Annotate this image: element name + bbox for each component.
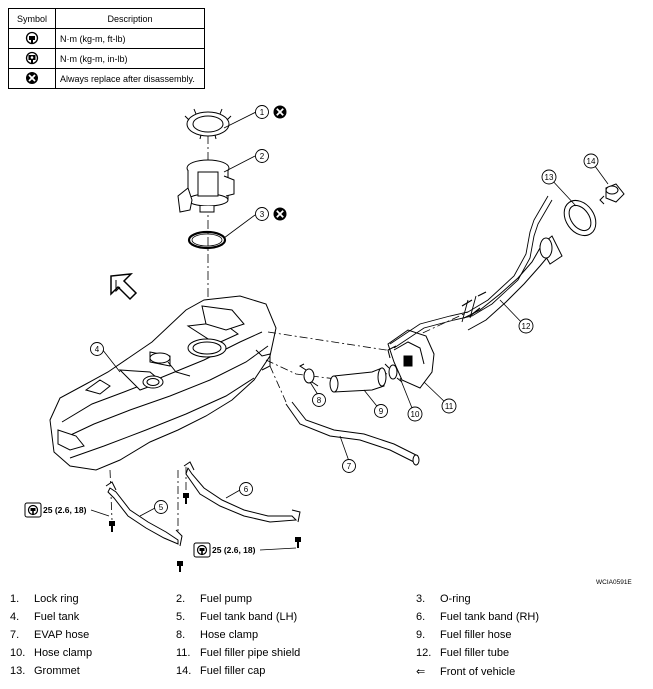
fuel-filler-tube	[389, 195, 563, 349]
parts-list: 1.Lock ring 2.Fuel pump 3.O-ring 4.Fuel …	[10, 593, 650, 683]
fuel-tank	[49, 295, 277, 471]
callout-12: 12	[518, 318, 534, 334]
callout-8: 8	[312, 393, 326, 407]
svg-text:4: 4	[95, 345, 100, 354]
callout-10: 10	[407, 406, 423, 422]
figure-code: WCIA0591E	[596, 579, 632, 586]
hose-clamp-8	[299, 363, 319, 387]
svg-text:2: 2	[260, 152, 265, 161]
replace-x-icon	[272, 104, 288, 120]
part-item: 6.Fuel tank band (RH)	[416, 611, 540, 623]
callout-13: 13	[541, 169, 557, 185]
hose-clamp-10	[384, 363, 403, 383]
part-item: 4.Fuel tank	[10, 611, 80, 623]
fuel-tank-band-rh	[183, 461, 301, 523]
torque-wrench-icon	[8, 28, 56, 49]
svg-text:12: 12	[522, 322, 531, 331]
svg-text:10: 10	[411, 410, 420, 419]
callout-5: 5	[154, 500, 168, 514]
fuel-filler-cap	[599, 183, 625, 205]
part-item: 2.Fuel pump	[176, 593, 252, 605]
parts-row: 4.Fuel tank 5.Fuel tank band (LH) 6.Fuel…	[10, 611, 650, 629]
fuel-pump	[177, 159, 235, 213]
band-bolt	[182, 492, 190, 505]
part-item: 5.Fuel tank band (LH)	[176, 611, 298, 623]
part-item: 8.Hose clamp	[176, 629, 259, 641]
torque-label: 25 (2.6, 18)	[212, 545, 256, 555]
band-bolt	[294, 536, 302, 549]
callout-3: 3	[255, 207, 269, 221]
legend-row: Always replace after disassembly.	[8, 68, 205, 89]
symbol-legend-table: Symbol Description N·m (kg-m, ft-lb) N·m…	[8, 8, 205, 89]
part-item: 1.Lock ring	[10, 593, 79, 605]
callout-6: 6	[239, 482, 253, 496]
svg-text:13: 13	[545, 173, 554, 182]
parts-row: 13.Grommet 14.Fuel filler cap ⇐Front of …	[10, 665, 650, 683]
callout-1: 1	[255, 105, 269, 119]
svg-text:5: 5	[159, 503, 164, 512]
part-item: 3.O-ring	[416, 593, 471, 605]
svg-text:3: 3	[260, 210, 265, 219]
legend-row-text: Always replace after disassembly.	[55, 68, 205, 89]
callout-7: 7	[342, 459, 356, 473]
replace-x-icon	[272, 206, 288, 222]
callout-leaders	[101, 111, 609, 517]
legend-header-row: Symbol Description	[8, 8, 205, 29]
parts-row: 10.Hose clamp 11.Fuel filler pipe shield…	[10, 647, 650, 665]
evap-hose	[285, 401, 420, 466]
fuel-system-diagram: 25 (2.6, 18) 25 (2.6, 18) 1 2 3 4	[24, 104, 625, 573]
part-item: 9.Fuel filler hose	[416, 629, 512, 641]
legend-row: N·m (kg-m, in-lb)	[8, 48, 205, 69]
callout-9: 9	[374, 404, 388, 418]
part-item: 12.Fuel filler tube	[416, 647, 510, 659]
callout-14: 14	[583, 153, 599, 169]
part-item: 7.EVAP hose	[10, 629, 90, 641]
svg-text:8: 8	[317, 396, 322, 405]
parts-row: 1.Lock ring 2.Fuel pump 3.O-ring	[10, 593, 650, 611]
part-item: 13.Grommet	[10, 665, 80, 677]
part-item: 10.Hose clamp	[10, 647, 93, 659]
callout-11: 11	[441, 398, 457, 414]
lock-ring	[184, 108, 232, 140]
grommet	[563, 199, 597, 237]
torque-wrench-icon	[193, 542, 211, 558]
svg-text:9: 9	[379, 407, 384, 416]
svg-text:7: 7	[347, 462, 352, 471]
svg-text:6: 6	[244, 485, 249, 494]
part-item: ⇐Front of vehicle	[416, 666, 516, 678]
svg-text:14: 14	[587, 157, 596, 166]
fuel-filler-pipe-shield	[387, 329, 435, 389]
band-bolt	[176, 560, 184, 573]
fuel-tank-band-lh	[105, 481, 183, 547]
svg-text:11: 11	[445, 402, 454, 411]
callout-2: 2	[255, 149, 269, 163]
fuel-filler-hose	[329, 367, 387, 393]
part-item: 14.Fuel filler cap	[176, 665, 266, 677]
band-bolt	[108, 520, 116, 533]
torque-wrench-icon	[24, 502, 42, 518]
svg-text:1: 1	[260, 108, 265, 117]
part-item: 11.Fuel filler pipe shield	[176, 647, 301, 659]
front-of-vehicle-arrow	[110, 273, 138, 301]
torque-label: 25 (2.6, 18)	[43, 505, 87, 515]
o-ring	[187, 230, 227, 250]
parts-row: 7.EVAP hose 8.Hose clamp 9.Fuel filler h…	[10, 629, 650, 647]
callout-4: 4	[90, 342, 104, 356]
